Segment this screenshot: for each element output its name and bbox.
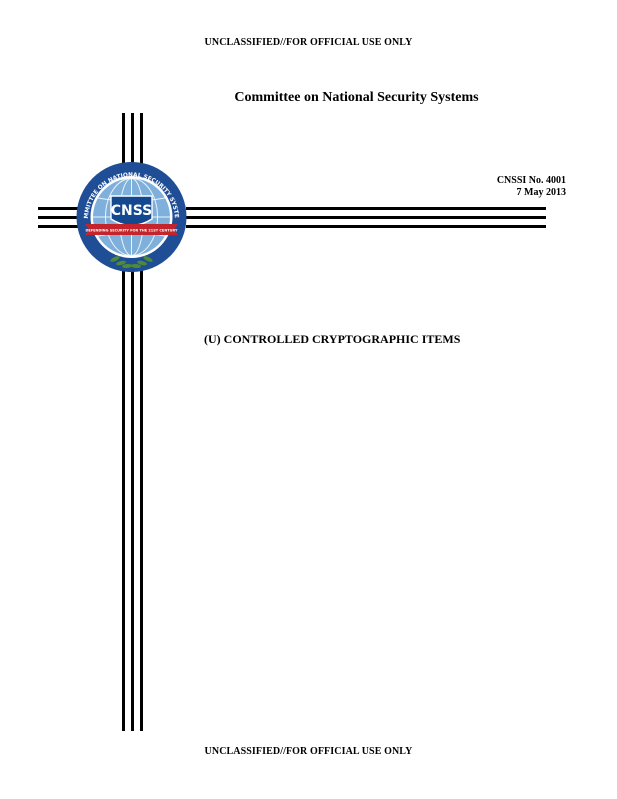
- document-identifier: CNSSI No. 4001 7 May 2013: [497, 175, 566, 199]
- committee-title: Committee on National Security Systems: [234, 90, 479, 105]
- horizontal-rule-right-2: [186, 216, 546, 219]
- vertical-rule-upper-1: [122, 113, 125, 164]
- document-date: 7 May 2013: [516, 187, 566, 198]
- seal-banner-ribbon: [85, 224, 178, 235]
- classification-banner-top: UNCLASSIFIED//FOR OFFICIAL USE ONLY: [204, 37, 413, 48]
- horizontal-rule-left-1: [38, 207, 78, 210]
- laurel-icon: [110, 256, 153, 269]
- vertical-rule-lower-1: [122, 270, 125, 731]
- horizontal-rule-right-3: [186, 225, 546, 228]
- horizontal-rule-right-1: [186, 207, 546, 210]
- horizontal-rule-left-3: [38, 225, 78, 228]
- vertical-rule-lower-2: [131, 270, 134, 731]
- classification-banner-bottom: UNCLASSIFIED//FOR OFFICIAL USE ONLY: [204, 746, 413, 757]
- seal-acronym: CNSS: [111, 203, 153, 219]
- horizontal-rule-left-2: [38, 216, 78, 219]
- vertical-rule-lower-3: [140, 270, 143, 731]
- document-subject-title: (U) CONTROLLED CRYPTOGRAPHIC ITEMS: [204, 332, 461, 346]
- document-number: CNSSI No. 4001: [496, 175, 566, 186]
- cnss-seal-logo: COMMITTEE ON NATIONAL SECURITY SYSTEMS C…: [71, 157, 187, 272]
- seal-banner-text: DEFENDING SECURITY FOR THE 21ST CENTURY: [85, 229, 178, 233]
- vertical-rule-upper-2: [131, 113, 134, 164]
- vertical-rule-upper-3: [140, 113, 143, 164]
